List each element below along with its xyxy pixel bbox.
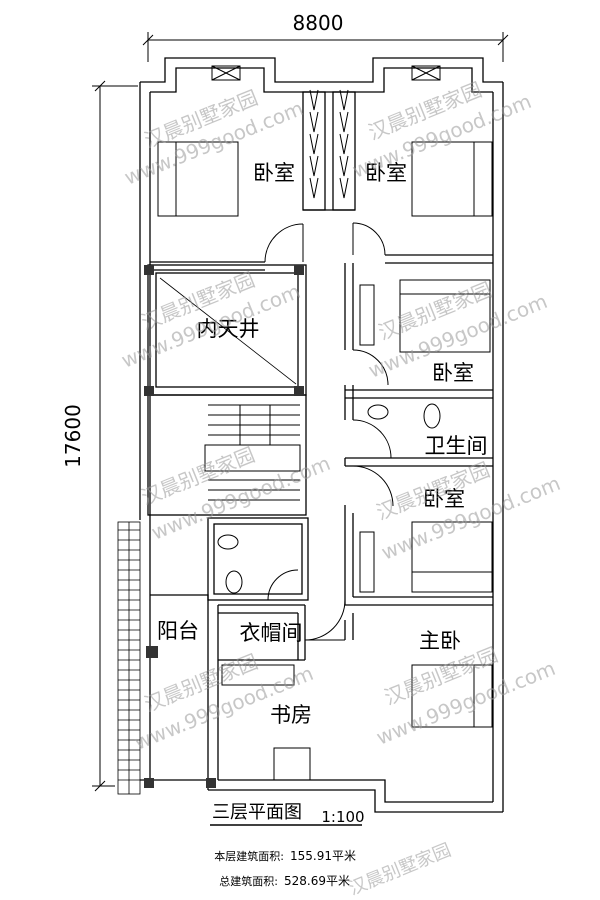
room-label-study: 书房 xyxy=(270,703,312,727)
floor-area-value: 155.91平米 xyxy=(290,849,356,863)
room-label-balcony: 阳台 xyxy=(157,619,199,643)
courtyard-void-line xyxy=(159,277,297,385)
room-label-master-bedroom: 主卧 xyxy=(419,629,461,653)
windows xyxy=(211,65,441,81)
room-label-bedroom-nw: 卧室 xyxy=(253,161,295,185)
watermark-brand: 汉晨别墅家园 xyxy=(346,840,454,900)
balcony-parapet xyxy=(117,521,141,795)
room-label-bathroom: 卫生间 xyxy=(425,434,488,458)
floor-area-label: 本层建筑面积: xyxy=(214,849,284,863)
total-area-value: 528.69平米 xyxy=(284,874,350,888)
doors xyxy=(264,222,394,641)
plan-scale: 1:100 xyxy=(321,808,364,826)
height-dimension: 17600 xyxy=(61,404,85,468)
watermarks: 汉晨别墅家园 www.999good.com 汉晨别墅家园 www.999goo… xyxy=(118,77,564,899)
room-label-bedroom-ne: 卧室 xyxy=(365,161,407,185)
columns xyxy=(144,265,304,788)
plan-title: 三层平面图 xyxy=(212,802,302,823)
staircase xyxy=(204,404,301,501)
dimension-lines xyxy=(92,32,509,792)
width-dimension: 8800 xyxy=(293,11,344,35)
room-label-courtyard: 内天井 xyxy=(197,317,260,341)
furniture xyxy=(157,89,493,781)
room-label-bedroom-e2: 卧室 xyxy=(423,487,465,511)
total-area-label: 总建筑面积: xyxy=(219,874,278,888)
exterior-walls xyxy=(139,57,504,813)
fixtures xyxy=(217,403,441,594)
interior-walls xyxy=(147,91,493,661)
room-label-cloakroom: 衣帽间 xyxy=(240,621,303,645)
room-label-bedroom-e1: 卧室 xyxy=(432,361,474,385)
